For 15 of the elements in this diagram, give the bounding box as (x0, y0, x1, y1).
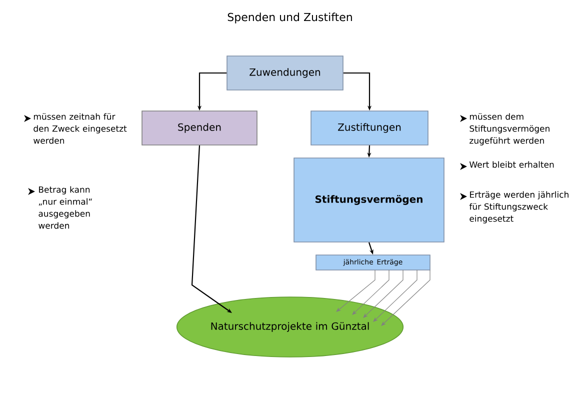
arrow (373, 270, 418, 322)
arrow (381, 270, 430, 326)
note-text: Betrag kann „nur einmal“ ausgegeben werden (38, 186, 92, 229)
arrow (363, 270, 404, 318)
arrow (336, 270, 376, 312)
process-box: Spenden (142, 110, 258, 146)
arrow (352, 270, 390, 315)
note-text: müssen zeitnah für den Zweck eingesetzt werden (34, 113, 127, 144)
process-box: Stiftungsvermögen (294, 158, 444, 242)
note-text: Erträge werden jährlich für Stiftungszweck eingesetzt (469, 191, 568, 224)
process-box: Zustiftungen (310, 110, 428, 146)
note-text: müssen dem Stiftungsvermögen zugeführt werden (470, 113, 550, 146)
process-box: Zuwendungen (226, 56, 344, 90)
note-text: Wert bleibt erhalten (470, 161, 554, 168)
title: Spenden und Zustiften (228, 12, 352, 24)
